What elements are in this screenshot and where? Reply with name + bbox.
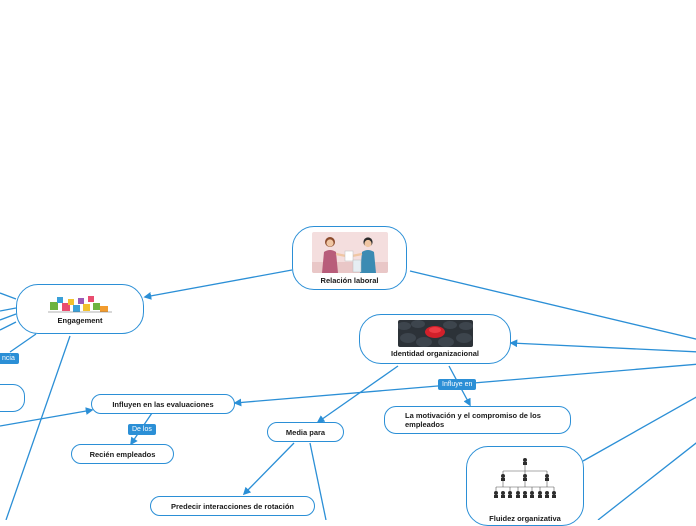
node-recien-empleados[interactable]: Recién empleados [71, 444, 174, 464]
node-label: Media para [285, 427, 326, 437]
node-motivacion-compromiso[interactable]: La motivación y el compromiso de los emp… [384, 406, 571, 434]
edge-relacion-engagement [143, 269, 293, 300]
edge-left-evaluaciones [0, 407, 94, 427]
edge-media-predecir [242, 442, 295, 496]
edge-engagement-left-1 [0, 292, 17, 300]
node-label: Identidad organizacional [391, 349, 479, 358]
colorful-blocks-illustration [48, 294, 112, 314]
node-fluidez-organizativa[interactable]: Fluidez organizativa [466, 446, 584, 526]
node-left-partial[interactable] [0, 384, 25, 412]
org-chart-illustration [493, 457, 557, 505]
edge-relacion-right [409, 270, 696, 340]
edge-identidad-media [316, 365, 399, 423]
node-influyen-evaluaciones[interactable]: Influyen en las evaluaciones [91, 394, 235, 414]
node-engagement[interactable]: Engagement [16, 284, 144, 334]
node-label: Influyen en las evaluaciones [112, 399, 214, 409]
edge-engagement-left-3 [0, 313, 17, 321]
badge-de-los: De los [128, 424, 156, 435]
node-relacion-laboral[interactable]: Relación laboral [292, 226, 407, 290]
node-predecir-rotacion[interactable]: Predecir interacciones de rotación [150, 496, 315, 516]
edge-right-bottom [597, 442, 696, 520]
edge-engagement-left-4 [0, 321, 17, 331]
handshake-illustration [311, 231, 388, 273]
node-label: Relación laboral [320, 275, 379, 285]
edge-engagement-left-5 [9, 333, 37, 353]
node-label: Recién empleados [89, 449, 156, 459]
edge-engagement-bottom [5, 335, 71, 520]
edge-engagement-left-2 [0, 307, 17, 312]
node-label: La motivación y el compromiso de los emp… [405, 411, 541, 429]
badge-left-cut: ncia [0, 353, 19, 364]
edge-right-identidad [509, 339, 696, 353]
node-label: Engagement [57, 315, 103, 325]
badge-influye-en: Influye en [438, 379, 477, 390]
node-media-para[interactable]: Media para [267, 422, 344, 442]
edge-media-bottom [309, 442, 327, 520]
node-label: Predecir interacciones de rotación [171, 501, 294, 511]
red-umbrella-crowd-photo [397, 320, 473, 347]
node-label: Fluidez organizativa [489, 514, 561, 523]
node-identidad-organizacional[interactable]: Identidad organizacional [359, 314, 511, 364]
edge-right-fluidez [582, 396, 696, 462]
